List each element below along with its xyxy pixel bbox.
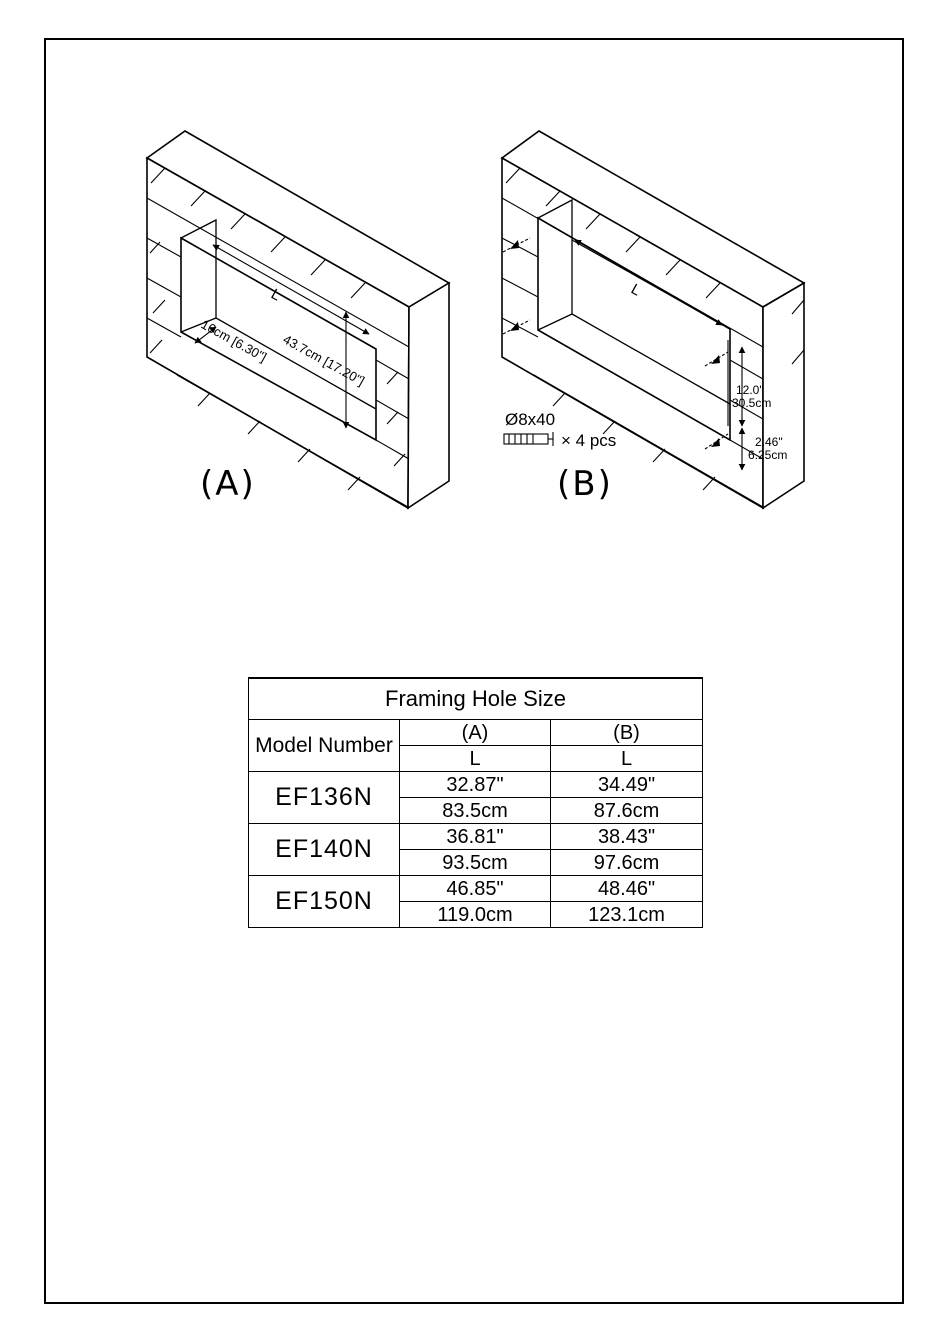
- fig-b-anchor-spec: Ø8x40: [505, 410, 555, 429]
- fig-b-hole-bottom-imperial: 2.46": [755, 435, 783, 449]
- model-cell: EF140N: [249, 824, 400, 876]
- b-cm-cell: 97.6cm: [551, 850, 703, 876]
- wall-diagram-a: [147, 131, 449, 508]
- column-b-subheader: L: [551, 746, 703, 772]
- b-inch-cell: 38.43": [551, 824, 703, 850]
- figure-b-caption: (B): [557, 464, 613, 504]
- table-title: Framing Hole Size: [249, 678, 703, 720]
- a-cm-cell: 119.0cm: [400, 902, 551, 928]
- column-a-header: (A): [400, 720, 551, 746]
- model-cell: EF136N: [249, 772, 400, 824]
- b-cm-cell: 87.6cm: [551, 798, 703, 824]
- fig-b-hole-bottom-metric: 6.25cm: [748, 448, 787, 462]
- fig-b-anchor-qty: × 4 pcs: [561, 431, 616, 450]
- table-row: EF150N 46.85" 48.46": [249, 876, 703, 902]
- fig-b-hole-top-metric: 30.5cm: [732, 396, 771, 410]
- model-cell: EF150N: [249, 876, 400, 928]
- b-inch-cell: 48.46": [551, 876, 703, 902]
- column-b-header: (B): [551, 720, 703, 746]
- a-cm-cell: 83.5cm: [400, 798, 551, 824]
- b-inch-cell: 34.49": [551, 772, 703, 798]
- model-number-header: Model Number: [249, 720, 400, 772]
- a-inch-cell: 36.81": [400, 824, 551, 850]
- a-cm-cell: 93.5cm: [400, 850, 551, 876]
- fig-b-hole-top-imperial: 12.0": [736, 383, 764, 397]
- wall-anchor-icon: [504, 432, 553, 446]
- b-cm-cell: 123.1cm: [551, 902, 703, 928]
- a-inch-cell: 46.85": [400, 876, 551, 902]
- column-a-subheader: L: [400, 746, 551, 772]
- framing-hole-size-table: Framing Hole Size Model Number (A) (B) L…: [248, 677, 703, 928]
- table-row: EF140N 36.81" 38.43": [249, 824, 703, 850]
- figure-a-caption: (A): [200, 464, 256, 504]
- table-row: EF136N 32.87" 34.49": [249, 772, 703, 798]
- a-inch-cell: 32.87": [400, 772, 551, 798]
- installation-diagrams: L 16cm [6.30"] 43.7cm [17.20"]: [0, 0, 950, 565]
